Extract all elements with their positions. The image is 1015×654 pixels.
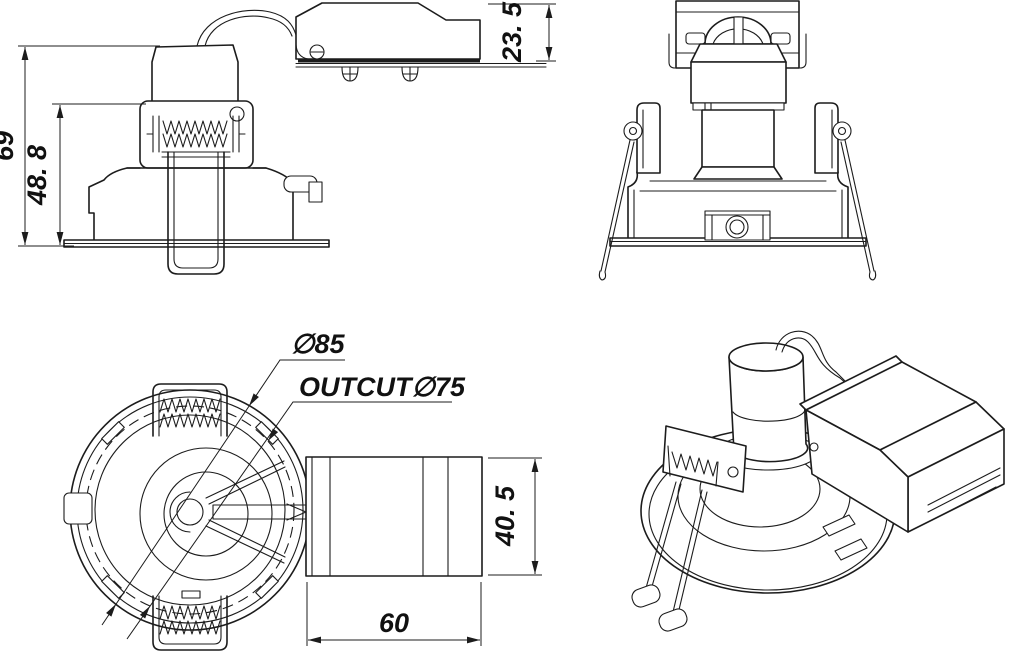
front-view xyxy=(598,0,877,281)
clip-bracket-left xyxy=(623,102,661,174)
side-view: 69 48. 8 23. 5 xyxy=(0,1,556,275)
dimension-overall-height: 69 xyxy=(0,131,19,161)
trim-flange xyxy=(63,239,330,248)
dimension-housing-height: 48. 8 xyxy=(22,145,52,206)
dimension-driver-height: 23. 5 xyxy=(497,1,527,63)
clip-pivot-icon xyxy=(832,121,852,141)
iso-spring-clip xyxy=(631,425,747,632)
side-tab xyxy=(63,492,93,525)
spring-wires xyxy=(598,139,877,281)
housing-body xyxy=(88,167,323,241)
mains-cable xyxy=(196,9,297,47)
can-dimensions: 60 40. 5 xyxy=(306,457,542,646)
terminal-box xyxy=(704,210,771,241)
isometric-view xyxy=(631,330,1005,632)
label-cutout-diameter: OUTCUT∅75 xyxy=(299,372,466,402)
lamp-dome xyxy=(685,16,791,45)
bracket-hole-icon xyxy=(229,106,245,122)
clip-pivot-icon xyxy=(623,121,643,141)
label-bezel-diameter: ∅85 xyxy=(291,329,346,359)
clip-hole-icon xyxy=(727,466,739,478)
spring-clip-bottom xyxy=(152,595,228,651)
plan-view: ∅85 OUTCUT∅75 60 40. 5 xyxy=(63,329,542,651)
can-profile xyxy=(305,456,483,577)
side-lug xyxy=(308,181,323,203)
diameter-leaders: ∅85 OUTCUT∅75 xyxy=(101,329,466,640)
spring-clip-loop xyxy=(167,151,225,275)
iso-driver-box xyxy=(799,355,1005,533)
box-screw-icon xyxy=(809,442,819,452)
driver-box xyxy=(295,2,547,82)
lamp-holder xyxy=(151,44,239,102)
mounting-foot-icon xyxy=(401,66,419,82)
yoke-arms xyxy=(205,460,307,564)
mounting-bracket xyxy=(139,100,254,169)
dome-pin xyxy=(733,16,744,45)
clip-bracket-right xyxy=(814,102,852,174)
trim-bowl xyxy=(627,171,849,239)
spring-clip-top xyxy=(152,383,228,437)
mounting-foot-icon xyxy=(341,66,359,82)
dimension-can-height: 40. 5 xyxy=(490,485,520,547)
dimension-can-length: 60 xyxy=(379,608,409,638)
cable-gland-icon xyxy=(725,215,749,239)
cutout-circle xyxy=(85,405,295,615)
lamp-body xyxy=(690,43,787,180)
terminal-slots xyxy=(927,467,1001,521)
center-hub xyxy=(176,498,204,526)
iso-cable xyxy=(775,330,857,393)
side-view-dimensions: 69 48. 8 23. 5 xyxy=(0,1,556,247)
bezel-lugs xyxy=(63,421,279,599)
